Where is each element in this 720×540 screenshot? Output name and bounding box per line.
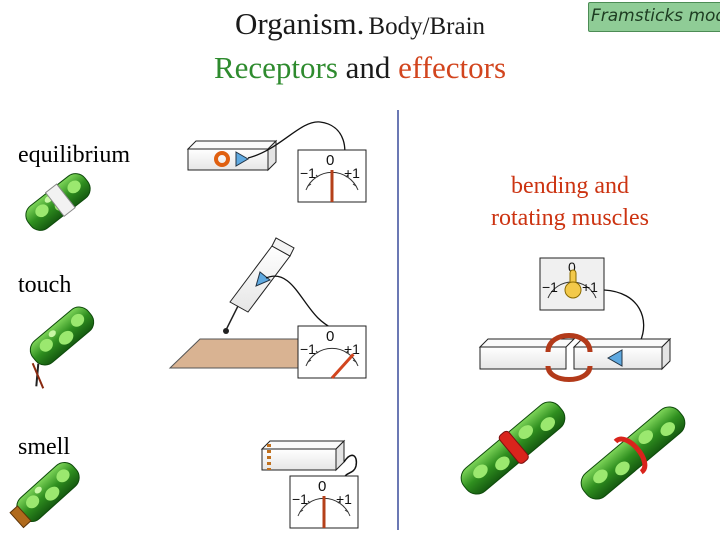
equilibrium-stick (20, 168, 96, 236)
gauge-minus-label: −1 (542, 279, 558, 295)
title-receptors: Receptors (213, 50, 338, 85)
touch-gauge: −1 0 +1 (297, 325, 367, 380)
gauge-plus-label: +1 (344, 165, 360, 181)
rotating-muscle-stick (580, 406, 686, 500)
touch-receptor-box (223, 237, 343, 337)
badge-label: Framsticks mode (591, 6, 720, 26)
divider (397, 110, 399, 530)
label-equilibrium: equilibrium (18, 142, 130, 168)
label-muscles-line2: rotating muscles (491, 205, 649, 231)
gauge-zero-label: 0 (326, 328, 334, 345)
smell-receptor-box (260, 439, 358, 479)
gauge-minus-label: −1 (300, 165, 316, 181)
gauge-plus-label: +1 (582, 279, 598, 295)
smell-stick (9, 457, 85, 529)
label-touch: touch (18, 272, 72, 298)
title-effectors: effectors (398, 50, 507, 85)
equilibrium-sensor-icon (214, 151, 230, 167)
gauge-plus-label: +1 (336, 491, 352, 507)
effector-arrow-icon (606, 349, 623, 367)
smell-gauge: −1 0 +1 (289, 475, 359, 529)
page-subtitle: Receptors and effectors (160, 50, 560, 86)
title-body-brain: Body/Brain (368, 13, 486, 40)
equilibrium-gauge: −1 0 +1 (297, 149, 367, 203)
framsticks-badge: Framsticks mode (588, 2, 720, 32)
receptor-arrow-icon (235, 151, 249, 167)
muscle-gauge: −1 0 +1 (539, 257, 605, 311)
label-muscles-line1: bending and (511, 173, 629, 199)
gauge-minus-label: −1 (292, 491, 308, 507)
label-smell: smell (18, 434, 70, 460)
equilibrium-receptor-box (186, 121, 346, 173)
gauge-needle (330, 353, 355, 380)
label-muscles: bending and rotating muscles (455, 170, 685, 234)
muscle-joint (478, 333, 672, 382)
gauge-minus-label: −1 (300, 341, 316, 357)
gauge-zero-label: 0 (326, 152, 334, 169)
receptor-arrow-icon (255, 271, 271, 287)
touch-stick (24, 301, 100, 389)
gauge-zero-label: 0 (568, 259, 576, 275)
gauge-zero-label: 0 (318, 478, 326, 495)
title-and: and (345, 50, 391, 85)
bending-muscle-stick (460, 401, 566, 495)
gauge-plus-label: +1 (344, 341, 360, 357)
page-title: Organism. Body/Brain (190, 6, 530, 42)
title-organism: Organism. (234, 6, 365, 41)
